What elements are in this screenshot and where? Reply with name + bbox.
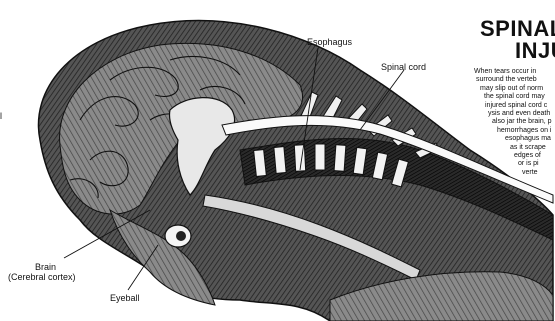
label-cerebral-cortex: (Cerebral cortex) (8, 272, 76, 282)
body-line: also jar the brain, p (492, 118, 552, 126)
label-left-fragment: l (0, 111, 2, 121)
label-eyeball: Eyeball (110, 293, 140, 303)
eyeball-shape (165, 225, 191, 247)
body-line: ysis and even death (488, 110, 552, 118)
body-line: hemorrhages on i (497, 127, 552, 135)
body-line: verte (522, 169, 552, 177)
article-body-text: When tears occur in surround the verteb … (474, 68, 552, 177)
label-spinal-cord: Spinal cord (381, 62, 426, 72)
article-title-line1: SPINAL (480, 18, 555, 40)
body-line: injured spinal cord c (485, 102, 552, 110)
body-line: as it scrape (510, 144, 552, 152)
body-line: or is pi (518, 160, 552, 168)
label-brain: Brain (35, 262, 56, 272)
article-title-line2: INJU (515, 40, 555, 62)
body-line: the spinal cord may (484, 93, 552, 101)
body-line: surround the verteb (476, 76, 552, 84)
body-line: edges of (514, 152, 552, 160)
label-esophagus: Esophagus (307, 37, 352, 47)
body-line: esophagus ma (505, 135, 552, 143)
body-line: may slip out of norm (480, 85, 552, 93)
body-line: When tears occur in (474, 68, 552, 76)
